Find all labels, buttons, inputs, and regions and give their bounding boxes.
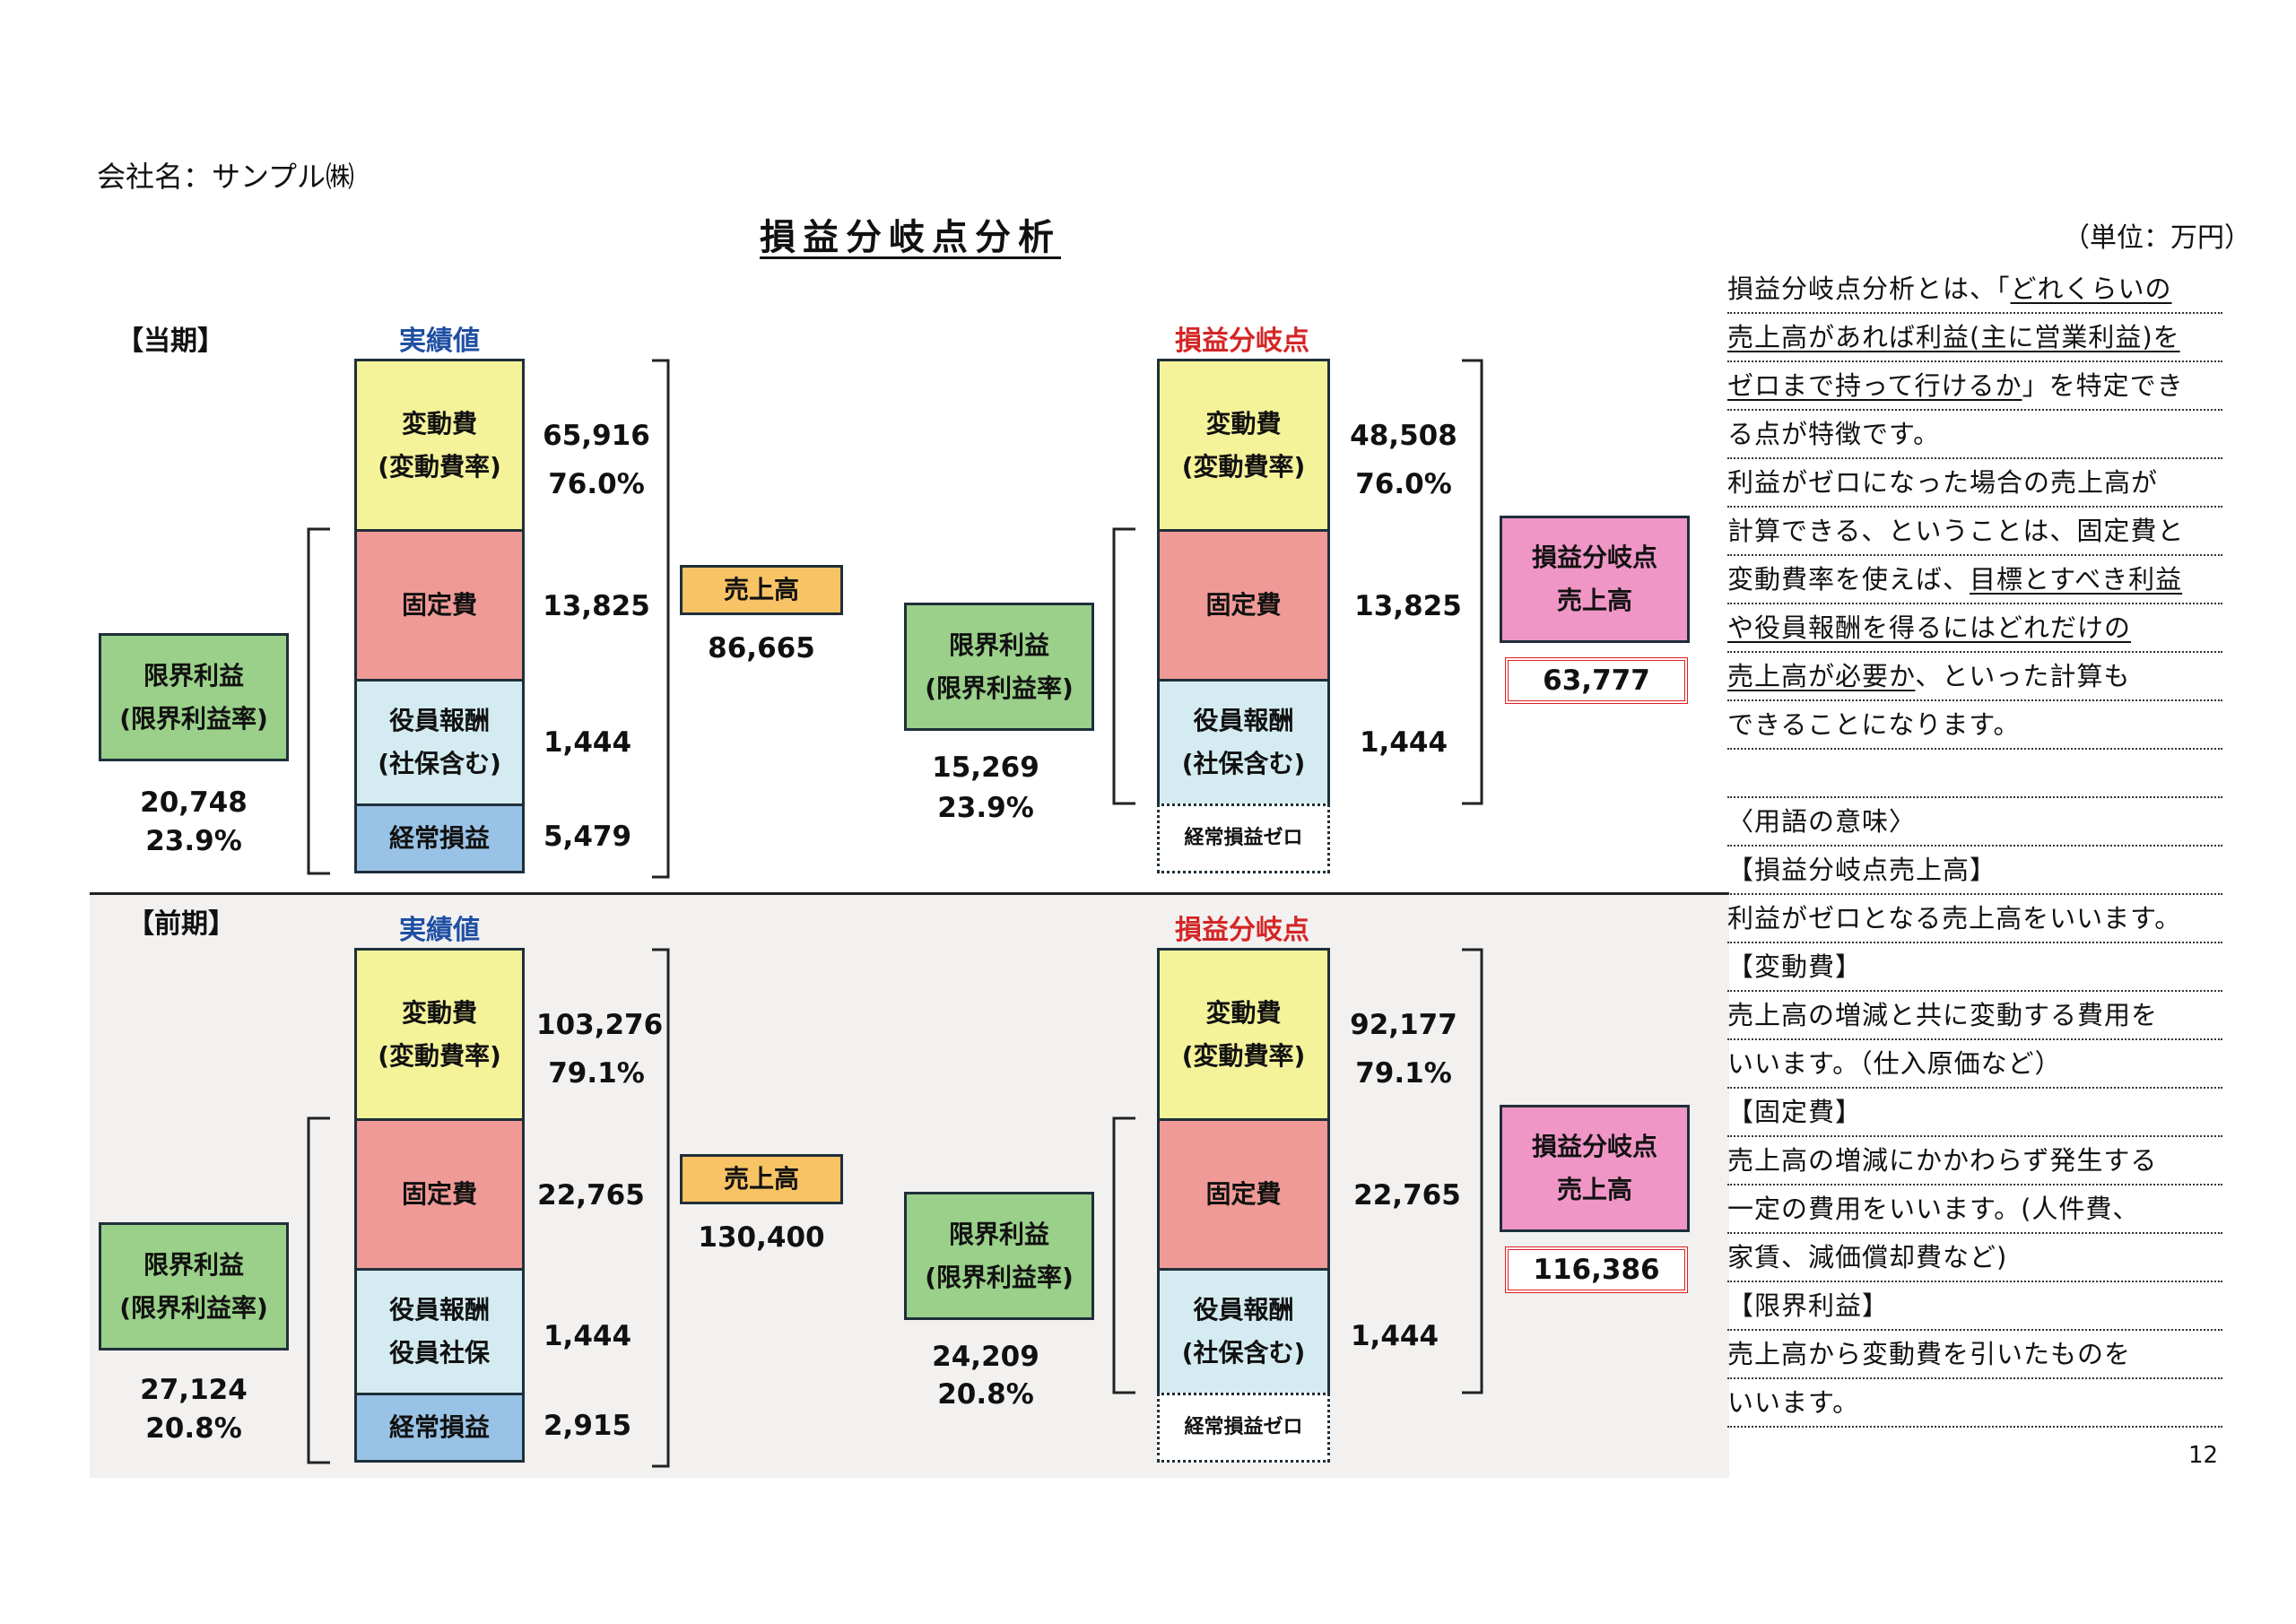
current-bep-marginal-rate: 23.9% — [937, 792, 1034, 824]
explanation-line: 損益分岐点分析とは、「どれくらいの — [1727, 265, 2222, 314]
previous-bep-marginal-value: 24,209 — [932, 1341, 1039, 1373]
previous-actual-header: 実績値 — [399, 915, 480, 946]
current-bep-sales-box: 損益分岐点 売上高 — [1500, 516, 1690, 643]
previous-bep-fixed-cost-value: 22,765 — [1353, 1179, 1461, 1211]
previous-actual-variable-cost-box: 変動費 (変動費率) — [354, 948, 525, 1121]
explanation-line: できることになります。 — [1727, 701, 2222, 750]
explanation-line: 【限界利益】 — [1727, 1282, 2222, 1331]
previous-period-label: 【前期】 — [127, 908, 235, 940]
previous-actual-officer-value: 1,444 — [543, 1320, 632, 1352]
explanation-panel: 損益分岐点分析とは、「どれくらいの売上高があれば利益(主に営業利益)をゼロまで持… — [1727, 265, 2222, 1428]
current-bep-ordinary-zero-box: 経常損益ゼロ — [1157, 803, 1330, 873]
current-period-label: 【当期】 — [117, 326, 224, 357]
current-actual-ordinary-value: 5,479 — [543, 821, 632, 853]
current-bep-sales-value: 63,777 — [1505, 657, 1688, 704]
current-actual-officer-value: 1,444 — [543, 726, 632, 759]
previous-bep-variable-cost-value: 92,177 — [1350, 1009, 1457, 1041]
previous-actual-left-bracket — [307, 1116, 330, 1464]
explanation-line: 一定の費用をいいます。(人件費、 — [1727, 1185, 2222, 1234]
explanation-line: いいます。（仕入原価など） — [1727, 1040, 2222, 1089]
page-number: 12 — [2188, 1442, 2219, 1469]
previous-bep-sales-box: 損益分岐点 売上高 — [1500, 1105, 1690, 1232]
previous-sales-value: 130,400 — [698, 1221, 825, 1254]
explanation-line: 売上高から変動費を引いたものを — [1727, 1331, 2222, 1379]
current-bep-left-bracket — [1112, 527, 1135, 805]
previous-bep-sales-value: 116,386 — [1505, 1246, 1688, 1293]
explanation-line: 売上高の増減にかかわらず発生する — [1727, 1137, 2222, 1185]
explanation-line: 売上高があれば利益(主に営業利益)を — [1727, 314, 2222, 362]
current-actual-marginal-rate: 23.9% — [145, 825, 242, 857]
current-bep-right-bracket — [1462, 359, 1483, 805]
previous-actual-fixed-cost-value: 22,765 — [537, 1179, 645, 1211]
current-bep-variable-cost-value: 48,508 — [1350, 420, 1457, 452]
current-sales-box: 売上高 — [680, 565, 843, 615]
explanation-line: 利益がゼロになった場合の売上高が — [1727, 459, 2222, 508]
previous-bep-officer-value: 1,444 — [1350, 1320, 1439, 1352]
current-actual-marginal-box: 限界利益 (限界利益率) — [99, 633, 289, 761]
current-actual-variable-cost-box: 変動費 (変動費率) — [354, 359, 525, 532]
explanation-line: 売上高が必要か、といった計算も — [1727, 653, 2222, 701]
explanation-line: 利益がゼロとなる売上高をいいます。 — [1727, 895, 2222, 943]
current-bep-officer-box: 役員報酬 (社保含む) — [1157, 679, 1330, 806]
unit-label: （単位：万円） — [2063, 222, 2251, 254]
explanation-line: 家賃、減価償却費など) — [1727, 1234, 2222, 1282]
current-sales-value: 86,665 — [708, 632, 815, 664]
previous-bep-marginal-box: 限界利益 (限界利益率) — [904, 1192, 1094, 1320]
current-actual-fixed-cost-box: 固定費 — [354, 529, 525, 682]
previous-actual-marginal-box: 限界利益 (限界利益率) — [99, 1222, 289, 1350]
explanation-line: 計算できる、ということは、固定費と — [1727, 508, 2222, 556]
previous-actual-marginal-value: 27,124 — [140, 1374, 248, 1406]
current-bep-variable-cost-box: 変動費 (変動費率) — [1157, 359, 1330, 532]
period-divider — [90, 892, 1729, 895]
current-actual-variable-cost-rate: 76.0% — [548, 468, 645, 500]
previous-bep-marginal-rate: 20.8% — [937, 1378, 1034, 1411]
previous-actual-marginal-rate: 20.8% — [145, 1412, 242, 1445]
current-actual-ordinary-box: 経常損益 — [354, 803, 525, 873]
explanation-line — [1727, 750, 2222, 798]
current-bep-fixed-cost-value: 13,825 — [1354, 590, 1462, 622]
current-bep-variable-cost-rate: 76.0% — [1355, 468, 1452, 500]
current-actual-officer-box: 役員報酬 (社保含む) — [354, 679, 525, 806]
explanation-line: 【損益分岐点売上高】 — [1727, 847, 2222, 895]
explanation-line: ゼロまで持って行けるか」を特定でき — [1727, 362, 2222, 411]
current-actual-left-bracket — [307, 527, 330, 875]
explanation-line: いいます。 — [1727, 1379, 2222, 1428]
explanation-line: 売上高の増減と共に変動する費用を — [1727, 992, 2222, 1040]
previous-bep-officer-box: 役員報酬 (社保含む) — [1157, 1268, 1330, 1395]
explanation-line: 変動費率を使えば、目標とすべき利益 — [1727, 556, 2222, 604]
previous-actual-officer-box: 役員報酬 役員社保 — [354, 1268, 525, 1395]
current-actual-right-bracket — [652, 359, 670, 879]
previous-actual-variable-cost-rate: 79.1% — [548, 1057, 645, 1090]
previous-actual-variable-cost-value: 103,276 — [536, 1009, 664, 1041]
previous-bep-variable-cost-box: 変動費 (変動費率) — [1157, 948, 1330, 1121]
current-bep-marginal-value: 15,269 — [932, 751, 1039, 784]
current-actual-marginal-value: 20,748 — [140, 786, 248, 819]
company-name: 会社名：サンプル㈱ — [97, 160, 355, 194]
current-bep-officer-value: 1,444 — [1359, 726, 1448, 759]
current-actual-variable-cost-value: 65,916 — [543, 420, 650, 452]
current-actual-header: 実績値 — [399, 326, 480, 357]
current-bep-marginal-box: 限界利益 (限界利益率) — [904, 603, 1094, 731]
explanation-line: 【変動費】 — [1727, 943, 2222, 992]
current-bep-fixed-cost-box: 固定費 — [1157, 529, 1330, 682]
previous-actual-ordinary-value: 2,915 — [543, 1410, 632, 1442]
explanation-line: や役員報酬を得るにはどれだけの — [1727, 604, 2222, 653]
previous-bep-right-bracket — [1462, 948, 1483, 1394]
explanation-line: 【固定費】 — [1727, 1089, 2222, 1137]
previous-actual-fixed-cost-box: 固定費 — [354, 1118, 525, 1271]
previous-bep-header: 損益分岐点 — [1175, 915, 1309, 946]
previous-bep-variable-cost-rate: 79.1% — [1355, 1057, 1452, 1090]
previous-actual-right-bracket — [652, 948, 670, 1468]
previous-sales-box: 売上高 — [680, 1154, 843, 1204]
previous-bep-left-bracket — [1112, 1116, 1135, 1394]
current-actual-fixed-cost-value: 13,825 — [543, 590, 650, 622]
previous-bep-fixed-cost-box: 固定費 — [1157, 1118, 1330, 1271]
page-title: 損益分岐点分析 — [760, 217, 1061, 258]
explanation-line: 〈用語の意味〉 — [1727, 798, 2222, 847]
explanation-line: る点が特徴です。 — [1727, 411, 2222, 459]
previous-actual-ordinary-box: 経常損益 — [354, 1393, 525, 1463]
previous-bep-ordinary-zero-box: 経常損益ゼロ — [1157, 1393, 1330, 1463]
current-bep-header: 損益分岐点 — [1175, 326, 1309, 357]
